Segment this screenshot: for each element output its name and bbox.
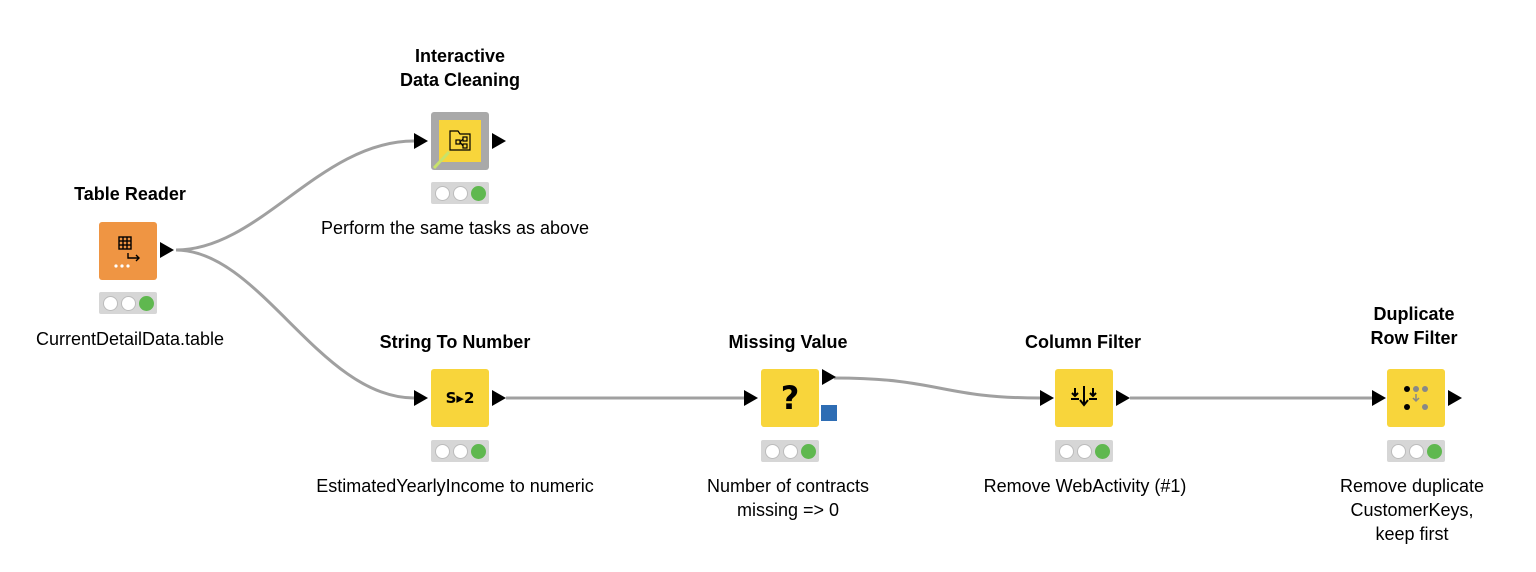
annotation-interactive-data-cleaning[interactable]: Perform the same tasks as above bbox=[320, 218, 590, 238]
annotation-missing-value[interactable]: Number of contracts missing => 0 bbox=[707, 474, 869, 522]
annotation-table-reader[interactable]: CurrentDetailData.table bbox=[35, 329, 225, 349]
flow-variable-port-missing-value[interactable] bbox=[821, 405, 837, 421]
annotation-line: Remove duplicate bbox=[1339, 476, 1485, 496]
input-port-missing-value[interactable] bbox=[744, 390, 758, 406]
output-port-missing-value[interactable] bbox=[822, 369, 836, 385]
node-title-missing-value: Missing Value bbox=[728, 332, 848, 352]
status-indicator-column-filter bbox=[1055, 440, 1113, 462]
output-port-duplicate-row-filter[interactable] bbox=[1448, 390, 1462, 406]
node-title-column-filter: Column Filter bbox=[1025, 332, 1141, 352]
title-line: Data Cleaning bbox=[399, 70, 521, 90]
status-indicator-missing-value bbox=[761, 440, 819, 462]
component-icon bbox=[449, 130, 471, 151]
annotation-duplicate-row-filter[interactable]: Remove duplicate CustomerKeys, keep firs… bbox=[1340, 474, 1484, 546]
title-line: Duplicate bbox=[1373, 304, 1455, 324]
title-line: Row Filter bbox=[1370, 328, 1458, 348]
connection-table-reader-to-interactive-data-cleaning bbox=[175, 139, 415, 252]
output-port-table-reader[interactable] bbox=[160, 242, 174, 258]
annotation-line: missing => 0 bbox=[736, 500, 840, 520]
output-port-string-to-number[interactable] bbox=[492, 390, 506, 406]
annotation-line: Number of contracts bbox=[706, 476, 870, 496]
annotation-column-filter[interactable]: Remove WebActivity (#1) bbox=[983, 476, 1187, 496]
string-to-number-icon: S▸2 bbox=[445, 389, 475, 407]
missing-value-node[interactable]: ? bbox=[761, 369, 819, 427]
column-filter-icon bbox=[1071, 386, 1097, 407]
annotation-line: keep first bbox=[1375, 524, 1449, 544]
status-indicator-duplicate-row-filter bbox=[1387, 440, 1445, 462]
node-title-table-reader: Table Reader bbox=[74, 184, 186, 204]
connection-table-reader-to-string-to-number bbox=[175, 248, 415, 400]
annotation-line: CustomerKeys, bbox=[1350, 500, 1474, 520]
column-filter-node[interactable] bbox=[1055, 369, 1113, 427]
input-port-duplicate-row-filter[interactable] bbox=[1372, 390, 1386, 406]
connection-missing-value-to-column-filter bbox=[833, 376, 1041, 400]
duplicate-row-filter-node[interactable] bbox=[1387, 369, 1445, 427]
component-corner-accent bbox=[432, 150, 451, 170]
table-reader-icon bbox=[114, 236, 140, 268]
status-indicator-table-reader bbox=[99, 292, 157, 314]
title-line: Interactive bbox=[414, 46, 506, 66]
question-mark-icon: ? bbox=[780, 379, 800, 417]
status-indicator-interactive-data-cleaning bbox=[431, 182, 489, 204]
table-reader-node[interactable] bbox=[99, 222, 157, 280]
output-port-column-filter[interactable] bbox=[1116, 390, 1130, 406]
output-port-interactive-data-cleaning[interactable] bbox=[492, 133, 506, 149]
annotation-string-to-number[interactable]: EstimatedYearlyIncome to numeric bbox=[316, 476, 594, 496]
input-port-column-filter[interactable] bbox=[1040, 390, 1054, 406]
duplicate-row-filter-icon bbox=[1404, 386, 1428, 410]
string-to-number-node[interactable]: S▸2 bbox=[431, 369, 489, 427]
input-port-interactive-data-cleaning[interactable] bbox=[414, 133, 428, 149]
node-title-interactive-data-cleaning: Interactive Data Cleaning bbox=[400, 44, 520, 92]
input-port-string-to-number[interactable] bbox=[414, 390, 428, 406]
node-title-duplicate-row-filter: Duplicate Row Filter bbox=[1370, 302, 1457, 350]
status-indicator-string-to-number bbox=[431, 440, 489, 462]
node-title-string-to-number: String To Number bbox=[379, 332, 531, 352]
